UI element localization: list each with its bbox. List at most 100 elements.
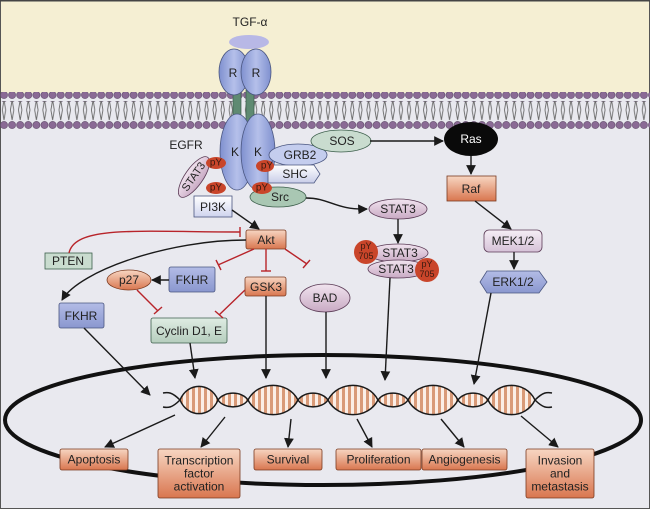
svg-text:FKHR: FKHR — [65, 309, 98, 323]
tgf-alpha-ligand — [229, 35, 269, 49]
phospho-badge: pY — [206, 157, 226, 169]
inhibit-gsk3-cyclin — [218, 289, 246, 316]
grb2-node: GRB2 — [268, 143, 328, 167]
fkhr-inner-node: FKHR — [168, 266, 216, 293]
svg-text:Ras: Ras — [460, 132, 481, 146]
svg-text:Raf: Raf — [462, 182, 481, 196]
pten-node: PTEN — [44, 252, 93, 270]
arrow-src-stat3 — [305, 197, 368, 215]
svg-text:Akt: Akt — [257, 233, 275, 247]
receptor-r-left: R — [218, 48, 250, 96]
outcome-label: activation — [174, 480, 225, 494]
arrow-dna-apoptosis — [104, 414, 176, 448]
svg-text:pY: pY — [210, 183, 223, 194]
dna-strand-end — [534, 399, 553, 409]
dna-segment — [217, 392, 249, 408]
phospho-badge: pY — [206, 182, 226, 194]
arrow-raf-mek — [474, 200, 512, 230]
phospho-badge: pY — [256, 160, 274, 172]
inhibit-akt-bad — [284, 248, 308, 265]
outcome-label: Apoptosis — [68, 453, 121, 467]
svg-text:PTEN: PTEN — [52, 254, 84, 268]
akt-node: Akt — [245, 229, 287, 250]
arrow-stat3-dna — [380, 277, 391, 381]
egfr-label: EGFR — [169, 138, 203, 152]
ras-node: Ras — [444, 122, 498, 156]
svg-text:MEK1/2: MEK1/2 — [492, 234, 535, 248]
stat3-receptor-bound: STAT3 — [177, 156, 211, 198]
mek-node: MEK1/2 — [483, 229, 543, 253]
outcome-label: factor — [184, 467, 214, 481]
svg-text:R: R — [229, 66, 238, 80]
inhibit-p27-cyclin — [136, 289, 159, 312]
erk-node: ERK1/2 — [479, 270, 548, 294]
arrow-dna-proliferation — [356, 418, 373, 448]
svg-text:pY: pY — [421, 259, 432, 269]
arrow-dna-angiogenesis — [440, 418, 465, 448]
arrow-akt-fkhr — [61, 239, 247, 301]
svg-text:ERK1/2: ERK1/2 — [492, 275, 534, 289]
outcome-angiogenesis: Angiogenesis — [421, 448, 508, 471]
dna-segment — [297, 392, 329, 408]
svg-text:SHC: SHC — [282, 167, 308, 181]
dna-strand-end — [162, 391, 181, 401]
svg-text:FKHR: FKHR — [176, 273, 209, 287]
outcome-apoptosis: Apoptosis — [59, 448, 129, 471]
arrow-pi3k-akt — [231, 209, 260, 230]
svg-text:R: R — [252, 66, 261, 80]
outcome-label: metastasis — [531, 480, 588, 494]
svg-text:Cyclin D1, E: Cyclin D1, E — [156, 324, 222, 338]
cell-membrane — [0, 92, 650, 131]
svg-text:pY: pY — [360, 241, 371, 251]
inhibit-pten-akt — [68, 230, 241, 254]
svg-text:STAT3: STAT3 — [380, 202, 416, 216]
stat3-dimer-top: STAT3 — [367, 243, 429, 263]
nucleus-membrane — [3, 353, 643, 487]
arrow-dna-invasion — [520, 415, 559, 448]
inhibit-akt-fkhr — [217, 248, 255, 266]
sos-node: SOS — [310, 129, 372, 153]
outcome-label: Proliferation — [346, 453, 410, 467]
cyclin-node: Cyclin D1, E — [150, 317, 228, 344]
arrow-fkhr-dna — [83, 327, 151, 396]
arrow-dna-survival — [284, 418, 294, 448]
svg-text:K: K — [231, 145, 239, 159]
svg-text:Src: Src — [271, 190, 289, 204]
raf-node: Raf — [446, 175, 497, 202]
svg-text:pY: pY — [210, 158, 223, 169]
inhibition-lines — [68, 227, 311, 319]
outcome-survival: Survival — [253, 448, 323, 471]
receptor-r-right: R — [240, 48, 272, 96]
phospho-badge: pY — [252, 182, 272, 194]
outcome-proliferation: Proliferation — [335, 448, 422, 471]
arrow-dna-transcription — [200, 416, 226, 448]
gsk3-node: GSK3 — [244, 276, 287, 297]
svg-text:705: 705 — [358, 251, 373, 261]
py705-badge: pY 705 — [354, 240, 378, 264]
fkhr-outer-node: FKHR — [58, 302, 105, 329]
svg-text:STAT3: STAT3 — [378, 262, 414, 276]
arrow-cyclin-dna — [188, 342, 199, 379]
svg-text:p27: p27 — [119, 273, 139, 287]
svg-text:STAT3: STAT3 — [382, 246, 418, 260]
py705-badge: pY 705 — [415, 258, 439, 282]
bad-node: BAD — [299, 283, 351, 313]
outcome-label: Invasion — [538, 454, 583, 468]
svg-text:pY: pY — [256, 183, 269, 194]
svg-text:pY: pY — [261, 161, 274, 172]
ligand-label: TGF-α — [233, 15, 268, 29]
outcome-label: Transcription — [165, 454, 234, 468]
svg-text:PI3K: PI3K — [200, 200, 226, 214]
pi3k-node: PI3K — [193, 195, 233, 218]
shc-node: SHC — [267, 164, 321, 184]
dna-segment — [457, 392, 489, 408]
arrow-erk-dna — [470, 292, 492, 385]
extracellular-background — [0, 0, 650, 93]
svg-text:BAD: BAD — [313, 291, 338, 305]
outcome-label: Survival — [267, 453, 310, 467]
svg-text:705: 705 — [419, 269, 434, 279]
